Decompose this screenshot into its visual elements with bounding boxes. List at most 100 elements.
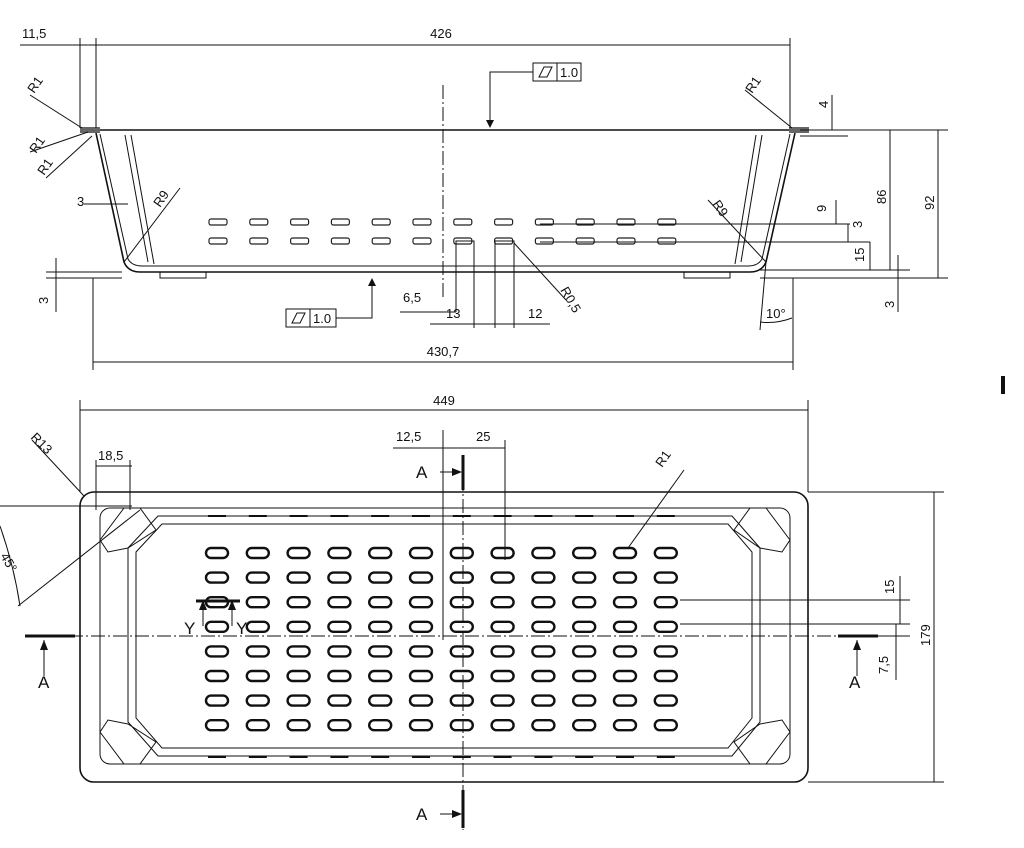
plan-slot — [368, 694, 393, 707]
plan-slot — [490, 571, 515, 584]
plan-slot — [408, 620, 434, 633]
plan-slot — [572, 546, 597, 560]
section-label-right: A — [849, 673, 861, 692]
plan-slot — [204, 719, 230, 732]
plan-slot — [368, 571, 393, 584]
plan-slot — [327, 645, 352, 658]
dim-slot-width: 13 — [446, 306, 460, 321]
plan-slot — [327, 620, 352, 633]
lip-right — [789, 127, 809, 133]
dim-v3: 3 — [850, 221, 865, 228]
edge-slot-bottom — [289, 756, 308, 758]
slot-detail-right — [494, 240, 515, 328]
plan-slot — [653, 546, 678, 560]
plan-slot — [286, 620, 311, 633]
plan-slot — [286, 645, 311, 658]
plan-slot — [368, 645, 393, 658]
plan-slot — [490, 645, 515, 658]
plan-slot — [408, 694, 434, 707]
plan-slot — [653, 596, 678, 609]
plan-slot — [490, 719, 515, 732]
edge-slot-bottom — [248, 756, 267, 758]
tray-profile-outer — [80, 129, 797, 273]
section-slot-lower — [249, 237, 269, 245]
dim-r1-a: R1 — [24, 73, 46, 95]
plan-slot — [408, 596, 434, 609]
plan-slot — [653, 645, 678, 658]
plan-slot — [368, 669, 393, 683]
plan-slot — [572, 694, 597, 707]
plan-slot — [245, 620, 271, 633]
plan-slot — [368, 719, 393, 732]
dim-slot-pitch: 12 — [528, 306, 542, 321]
plan-slot — [408, 571, 434, 584]
section-slot-upper — [330, 218, 350, 226]
edge-slot-top — [371, 515, 390, 517]
edge-slot-top — [330, 515, 349, 517]
dim-r1-c: R1 — [34, 155, 56, 177]
section-slot-lower — [616, 237, 636, 245]
dim-offset-12-5: 12,5 — [396, 429, 421, 444]
dim-v15: 15 — [852, 248, 867, 262]
edge-slot-bottom — [452, 756, 471, 758]
plan-slot — [449, 645, 474, 658]
plan-slot — [408, 546, 434, 560]
plan-slot — [531, 669, 556, 683]
plan-slot — [572, 645, 597, 658]
plan-slot — [449, 596, 474, 609]
plan-slot — [327, 596, 352, 609]
plan-slot — [245, 669, 271, 683]
plan-slot — [245, 546, 271, 560]
foot-left — [159, 271, 207, 279]
plan-slot — [572, 719, 597, 732]
edge-slot-top — [452, 515, 471, 517]
plan-slot — [612, 694, 638, 707]
plan-slot — [490, 596, 515, 609]
plan-slot — [327, 669, 352, 683]
section-label-left: A — [38, 673, 50, 692]
dim-overall-width: 449 — [433, 393, 455, 408]
dim-bottom-width: 430,7 — [427, 344, 460, 359]
plan-slot — [204, 645, 230, 658]
dim-foot: 3 — [882, 301, 897, 308]
plan-slot — [327, 571, 352, 584]
plan-slot — [531, 719, 556, 732]
edge-slot-bottom — [616, 756, 634, 758]
section-slot-lower — [657, 237, 677, 245]
section-label-bottom: A — [416, 805, 428, 824]
dim-angle-45: 45° — [0, 550, 20, 575]
section-slot-lower — [575, 237, 595, 245]
plan-slot — [245, 719, 271, 732]
edge-slot-bottom — [656, 756, 675, 758]
dim-lip: 4 — [816, 101, 831, 108]
plan-slot — [204, 620, 230, 633]
plan-slot — [572, 571, 597, 584]
plan-slot — [245, 694, 271, 707]
tray-inner-wall-right — [734, 134, 763, 265]
section-slot-upper — [249, 218, 269, 226]
lip-left — [80, 127, 100, 133]
section-view: 426 11,5 1.0 R1 R1 R1 R1 3 R9 R9 4 86 — [20, 26, 948, 370]
section-slot-lower — [371, 237, 391, 245]
flatness-bottom-value: 1.0 — [313, 311, 331, 326]
plan-slot — [245, 596, 271, 609]
tray-floor — [127, 515, 761, 757]
plan-slot — [612, 571, 638, 584]
plan-slot — [204, 546, 230, 560]
plan-slot — [653, 669, 678, 683]
section-slot-lower — [534, 237, 555, 245]
plan-slot — [572, 620, 597, 633]
section-slot-upper — [412, 218, 432, 226]
section-slot-lower — [412, 237, 432, 245]
tray-profile-inner — [99, 133, 791, 267]
tray-floor-inner — [135, 523, 753, 749]
edge-slot-bottom — [412, 756, 430, 758]
edge-slot-top — [208, 515, 226, 517]
plan-slot — [449, 694, 474, 707]
dim-r05: R0,5 — [557, 284, 584, 315]
plan-slot — [245, 571, 271, 584]
edge-slot-top — [412, 515, 430, 517]
dim-h86: 86 — [874, 190, 889, 204]
dim-inset: 18,5 — [98, 448, 123, 463]
